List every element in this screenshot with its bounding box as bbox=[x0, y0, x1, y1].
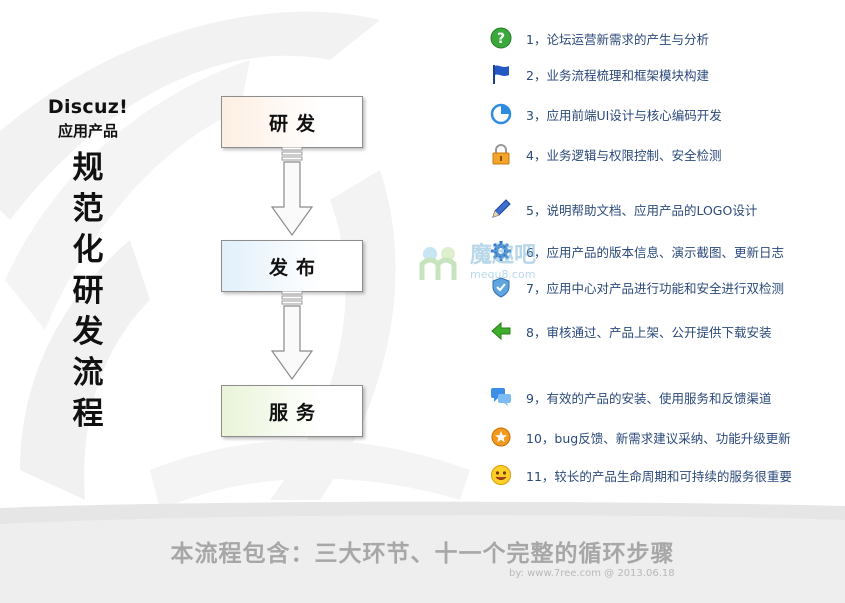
stage-box-service: 服务 bbox=[221, 385, 363, 437]
list-item: 3，应用前端UI设计与核心编码开发 bbox=[488, 101, 722, 127]
step-text: 10，bug反馈、新需求建议采纳、功能升级更新 bbox=[526, 430, 791, 446]
watermark-name: 魔趣吧 bbox=[470, 242, 537, 268]
down-arrow-icon bbox=[270, 147, 314, 237]
brand-name: Discuz! bbox=[47, 96, 129, 118]
step-text: 5，说明帮助文档、应用产品的LOGO设计 bbox=[526, 202, 758, 218]
list-item: ? 1，论坛运营新需求的产生与分析 bbox=[488, 25, 709, 51]
list-item: 7，应用中心对产品进行功能和安全进行双检测 bbox=[488, 274, 784, 300]
step-text: 11，较长的产品生命周期和可持续的服务很重要 bbox=[526, 468, 792, 484]
step-text: 4，业务逻辑与权限控制、安全检测 bbox=[526, 147, 722, 163]
title-char: 程 bbox=[72, 396, 104, 432]
list-item: 10，bug反馈、新需求建议采纳、功能升级更新 bbox=[488, 424, 791, 450]
stage-label: 发布 bbox=[268, 256, 323, 279]
chat-bubbles-icon bbox=[488, 384, 514, 410]
vertical-title: 规 范 化 研 发 流 程 bbox=[62, 148, 114, 435]
title-char: 化 bbox=[72, 232, 104, 268]
title-char: 流 bbox=[72, 355, 104, 391]
list-item: 11，较长的产品生命周期和可持续的服务很重要 bbox=[488, 462, 792, 488]
step-text: 8，审核通过、产品上架、公开提供下载安装 bbox=[526, 324, 772, 340]
green-arrow-left-icon bbox=[488, 318, 514, 344]
shield-check-icon bbox=[488, 274, 514, 300]
watermark-icon bbox=[419, 247, 457, 280]
list-item: 5，说明帮助文档、应用产品的LOGO设计 bbox=[488, 196, 757, 222]
title-char: 规 bbox=[72, 150, 104, 186]
list-item: 6，应用产品的版本信息、演示截图、更新日志 bbox=[488, 238, 784, 264]
steps-list: ? 1，论坛运营新需求的产生与分析 2，业务流程梳理和框架模块构建 3，应用前端… bbox=[488, 0, 838, 520]
step-text: 2，业务流程梳理和框架模块构建 bbox=[526, 67, 709, 83]
help-question-icon: ? bbox=[488, 25, 514, 51]
smiley-face-icon bbox=[488, 462, 514, 488]
brand-subtitle: 应用产品 bbox=[57, 122, 118, 140]
stage-label: 服务 bbox=[268, 401, 323, 424]
gear-icon bbox=[488, 238, 514, 264]
list-item: 4，业务逻辑与权限控制、安全检测 bbox=[488, 141, 721, 167]
title-char: 研 bbox=[72, 273, 104, 309]
title-char: 发 bbox=[72, 314, 104, 350]
padlock-icon bbox=[488, 141, 514, 167]
stage-label: 研发 bbox=[268, 112, 323, 135]
list-item: 9，有效的产品的安装、使用服务和反馈渠道 bbox=[488, 384, 771, 410]
watermark-url: mequ8.com bbox=[470, 267, 536, 281]
list-item: 2，业务流程梳理和框架模块构建 bbox=[488, 61, 709, 87]
step-text: 3，应用前端UI设计与核心编码开发 bbox=[526, 107, 722, 123]
title-char: 范 bbox=[72, 191, 104, 227]
orange-star-icon bbox=[488, 424, 514, 450]
stage-box-release: 发布 bbox=[221, 240, 363, 292]
summary-text: 本流程包含：三大环节、十一个完整的循环步骤 bbox=[170, 541, 675, 567]
step-text: 6，应用产品的版本信息、演示截图、更新日志 bbox=[526, 244, 784, 260]
down-arrow-icon bbox=[270, 291, 314, 381]
blue-flag-icon bbox=[488, 61, 514, 87]
pencil-icon bbox=[488, 196, 514, 222]
list-item: 8，审核通过、产品上架、公开提供下载安装 bbox=[488, 318, 771, 344]
watermark-logo: 魔趣吧 mequ8.com bbox=[418, 242, 536, 282]
step-text: 9，有效的产品的安装、使用服务和反馈渠道 bbox=[526, 390, 772, 406]
pie-clock-icon bbox=[488, 101, 514, 127]
byline-credit: by: www.7ree.com @ 2013.06.18 bbox=[509, 568, 675, 579]
svg-text:?: ? bbox=[497, 31, 505, 47]
brand-block: Discuz! 应用产品 bbox=[38, 96, 138, 141]
stage-box-research: 研发 bbox=[221, 96, 363, 148]
step-text: 1，论坛运营新需求的产生与分析 bbox=[526, 31, 709, 47]
step-text: 7，应用中心对产品进行功能和安全进行双检测 bbox=[526, 280, 784, 296]
